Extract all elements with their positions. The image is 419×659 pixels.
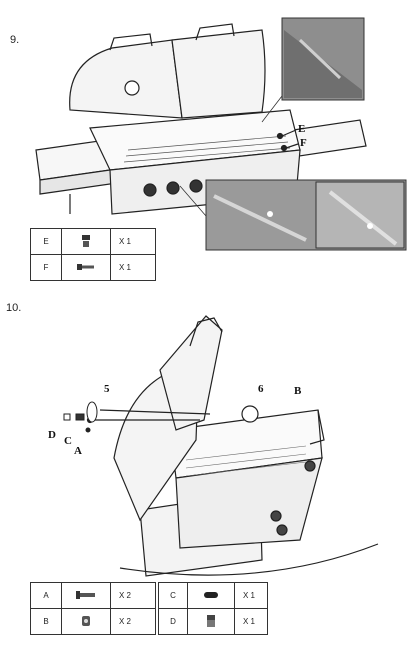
nut-icon (61, 228, 111, 255)
step-10-hardware (63, 401, 98, 433)
bolt-icon (61, 254, 111, 281)
step-10-grill-illustration (86, 315, 379, 577)
part-qty: X 2 (110, 608, 156, 635)
part-qty: X 1 (234, 582, 268, 609)
step-10-parts-table-left: A X 2 B X 2 (30, 582, 156, 635)
part-letter: B (30, 608, 62, 635)
callout-D: D (48, 429, 56, 441)
parts-row: F X 1 (30, 254, 156, 281)
callout-B: B (294, 385, 302, 397)
callout-E: E (298, 123, 305, 135)
callout-F: F (300, 137, 307, 149)
callout-5: 5 (104, 383, 110, 395)
step-9-detail-inset-top (261, 17, 365, 123)
step-9-detail-inset-bottom (179, 179, 407, 251)
part-qty: X 1 (110, 254, 156, 281)
callout-6: 6 (258, 383, 264, 395)
part-qty: X 1 (234, 608, 268, 635)
step-10-parts-table-right: C X 1 D X 1 (158, 582, 268, 635)
nut-icon (187, 608, 235, 635)
step-9-parts-table: E X 1 F X 1 (30, 228, 156, 281)
part-letter: A (30, 582, 62, 609)
part-letter: D (158, 608, 188, 635)
parts-row: B X 2 (30, 608, 156, 635)
parts-row: A X 2 (30, 582, 156, 609)
part-letter: F (30, 254, 62, 281)
parts-row: D X 1 (158, 608, 268, 635)
callout-A: A (74, 445, 82, 457)
part-qty: X 1 (110, 228, 156, 255)
step-10-number: 10. (6, 302, 22, 314)
screw-icon (61, 582, 111, 609)
parts-row: E X 1 (30, 228, 156, 255)
part-qty: X 2 (110, 582, 156, 609)
callout-C: C (64, 435, 72, 447)
step-9-number: 9. (10, 34, 20, 46)
part-letter: C (158, 582, 188, 609)
part-letter: E (30, 228, 62, 255)
cap-nut-icon (61, 608, 111, 635)
parts-row: C X 1 (158, 582, 268, 609)
spring-icon (187, 582, 235, 609)
